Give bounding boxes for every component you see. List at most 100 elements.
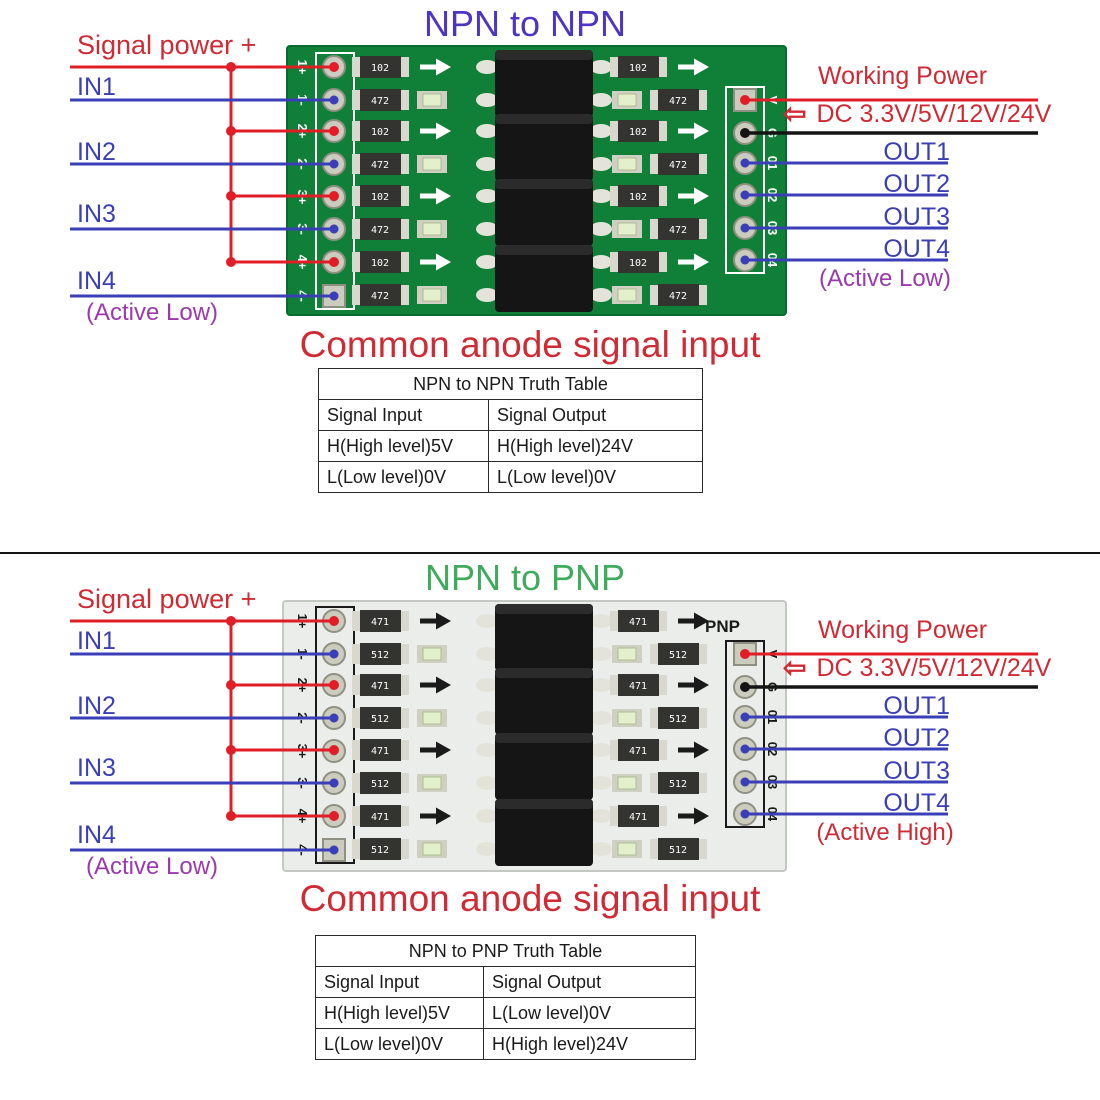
resistor-value: 472	[669, 291, 687, 302]
dc-voltage-label: DC 3.3V/5V/12V/24V	[816, 99, 1052, 128]
table-header-cell: Signal Output	[488, 399, 703, 431]
table-cell: H(High level)24V	[483, 1028, 696, 1060]
input-label-in2: IN2	[77, 138, 116, 166]
resistor-value: 471	[371, 617, 389, 628]
resistor-value: 512	[669, 845, 687, 856]
table-row: NPN to NPN Truth Table	[318, 368, 703, 400]
resistor-value: 472	[371, 225, 389, 236]
resistor-value: 102	[629, 258, 647, 269]
output-wires	[740, 649, 1038, 819]
dc-voltage-row: ⇦ DC 3.3V/5V/12V/24V	[783, 654, 1051, 682]
input-active-note: (Active Low)	[86, 853, 219, 880]
table-header-cell: Signal Input	[318, 399, 489, 431]
output-label-out4: OUT4	[883, 789, 950, 817]
table-header-cell: Signal Input	[315, 966, 484, 998]
pcb-board-green: 1+ 1- 2+ 2- 3+ 3- 4+ 4- 102 472 102	[286, 45, 787, 316]
signal-power-label: Signal power +	[77, 30, 257, 60]
output-label-out4: OUT4	[883, 235, 950, 263]
table-cell: L(Low level)0V	[483, 997, 696, 1029]
resistor-value: 512	[371, 845, 389, 856]
input-wires	[70, 62, 339, 301]
table-row: Signal Input Signal Output	[318, 399, 703, 431]
pcb-wiring-diagram-npn: 1+ 1- 2+ 2- 3+ 3- 4+ 4- 102 472 102	[70, 45, 1038, 316]
table-row: NPN to PNP Truth Table	[315, 935, 696, 967]
pcb-board-white: 1+ 1- 2+ 2- 3+ 3- 4+ 4- 471 512 471	[282, 600, 787, 872]
output-label-out2: OUT2	[883, 724, 950, 752]
table-row: H(High level)5V H(High level)24V	[318, 430, 703, 462]
working-power-label: Working Power	[818, 616, 988, 644]
input-signal-wires	[70, 98, 334, 298]
table-header-cell: Signal Output	[483, 966, 696, 998]
resistor-value: 471	[371, 812, 389, 823]
resistor-value: 102	[371, 258, 389, 269]
table-row: L(Low level)0V L(Low level)0V	[318, 461, 703, 493]
input-label-in1: IN1	[77, 73, 116, 101]
resistor-value: 102	[371, 192, 389, 203]
resistor-value: 512	[371, 650, 389, 661]
output-label-out3: OUT3	[883, 203, 950, 231]
table-cell: L(Low level)0V	[318, 461, 489, 493]
resistor-values: 471 512 471 512 471 512 471 512 471 512 …	[371, 617, 687, 856]
output-active-note: (Active Low)	[818, 265, 952, 292]
section-divider	[0, 552, 1100, 554]
panel-title: NPN to PNP	[424, 557, 626, 598]
table-cell: H(High level)5V	[318, 430, 489, 462]
dc-voltage-row: ⇦ DC 3.3V/5V/12V/24V	[783, 100, 1051, 128]
resistor-value: 471	[629, 617, 647, 628]
resistor-value: 471	[371, 746, 389, 757]
input-label-in4: IN4	[77, 821, 116, 849]
output-wires	[740, 95, 1038, 265]
resistor-value: 471	[629, 746, 647, 757]
resistor-value: 512	[669, 714, 687, 725]
resistor-value: 512	[371, 714, 389, 725]
output-wire-ends	[740, 712, 750, 819]
output-signal-wires	[745, 161, 948, 262]
truth-table-pnp: NPN to PNP Truth Table Signal Input Sign…	[315, 935, 696, 1060]
pnp-silkscreen-marking: PNP	[705, 617, 740, 636]
output-wire-ends	[740, 158, 750, 265]
resistor-values: 102 472 102 472 102 472 102 472 102 472 …	[371, 63, 687, 302]
wire-junctions	[226, 62, 339, 267]
input-label-in1: IN1	[77, 627, 116, 655]
pcb-wiring-diagram-pnp: 1+ 1- 2+ 2- 3+ 3- 4+ 4- 471 512 471	[70, 600, 1038, 872]
input-wires	[70, 616, 339, 855]
input-label-in3: IN3	[77, 754, 116, 782]
caption: Common anode signal input	[299, 324, 761, 365]
table-title: NPN to NPN Truth Table	[318, 368, 703, 400]
table-cell: L(Low level)0V	[488, 461, 703, 493]
input-signal-wires	[70, 652, 334, 852]
output-label-out3: OUT3	[883, 757, 950, 785]
input-wire-ends	[329, 649, 339, 855]
input-label-in4: IN4	[77, 267, 116, 295]
resistor-value: 471	[629, 681, 647, 692]
output-signal-wires	[745, 715, 948, 816]
resistor-value: 102	[371, 127, 389, 138]
table-row: Signal Input Signal Output	[315, 966, 696, 998]
resistor-value: 102	[629, 63, 647, 74]
resistor-value: 472	[669, 225, 687, 236]
output-label-out2: OUT2	[883, 170, 950, 198]
resistor-value: 472	[669, 160, 687, 171]
resistor-value: 102	[629, 127, 647, 138]
resistor-value: 102	[629, 192, 647, 203]
input-label-in3: IN3	[77, 200, 116, 228]
left-arrow-icon: ⇦	[783, 98, 807, 129]
output-active-note: (Active High)	[816, 819, 954, 846]
table-cell: H(High level)5V	[315, 997, 484, 1029]
output-label-out1: OUT1	[883, 692, 950, 720]
section-npn-to-pnp: 1+ 1- 2+ 2- 3+ 3- 4+ 4- 471 512 471	[0, 554, 1100, 1100]
table-cell: L(Low level)0V	[315, 1028, 484, 1060]
resistor-value: 512	[371, 779, 389, 790]
resistor-value: 512	[669, 779, 687, 790]
resistor-value: 102	[371, 63, 389, 74]
resistor-value: 472	[371, 96, 389, 107]
output-header-outline	[725, 640, 765, 828]
resistor-value: 472	[371, 160, 389, 171]
panel-title: NPN to NPN	[423, 3, 627, 44]
input-label-in2: IN2	[77, 692, 116, 720]
table-title: NPN to PNP Truth Table	[315, 935, 696, 967]
resistor-value: 512	[669, 650, 687, 661]
table-row: L(Low level)0V H(High level)24V	[315, 1028, 696, 1060]
signal-power-label: Signal power +	[77, 584, 257, 614]
